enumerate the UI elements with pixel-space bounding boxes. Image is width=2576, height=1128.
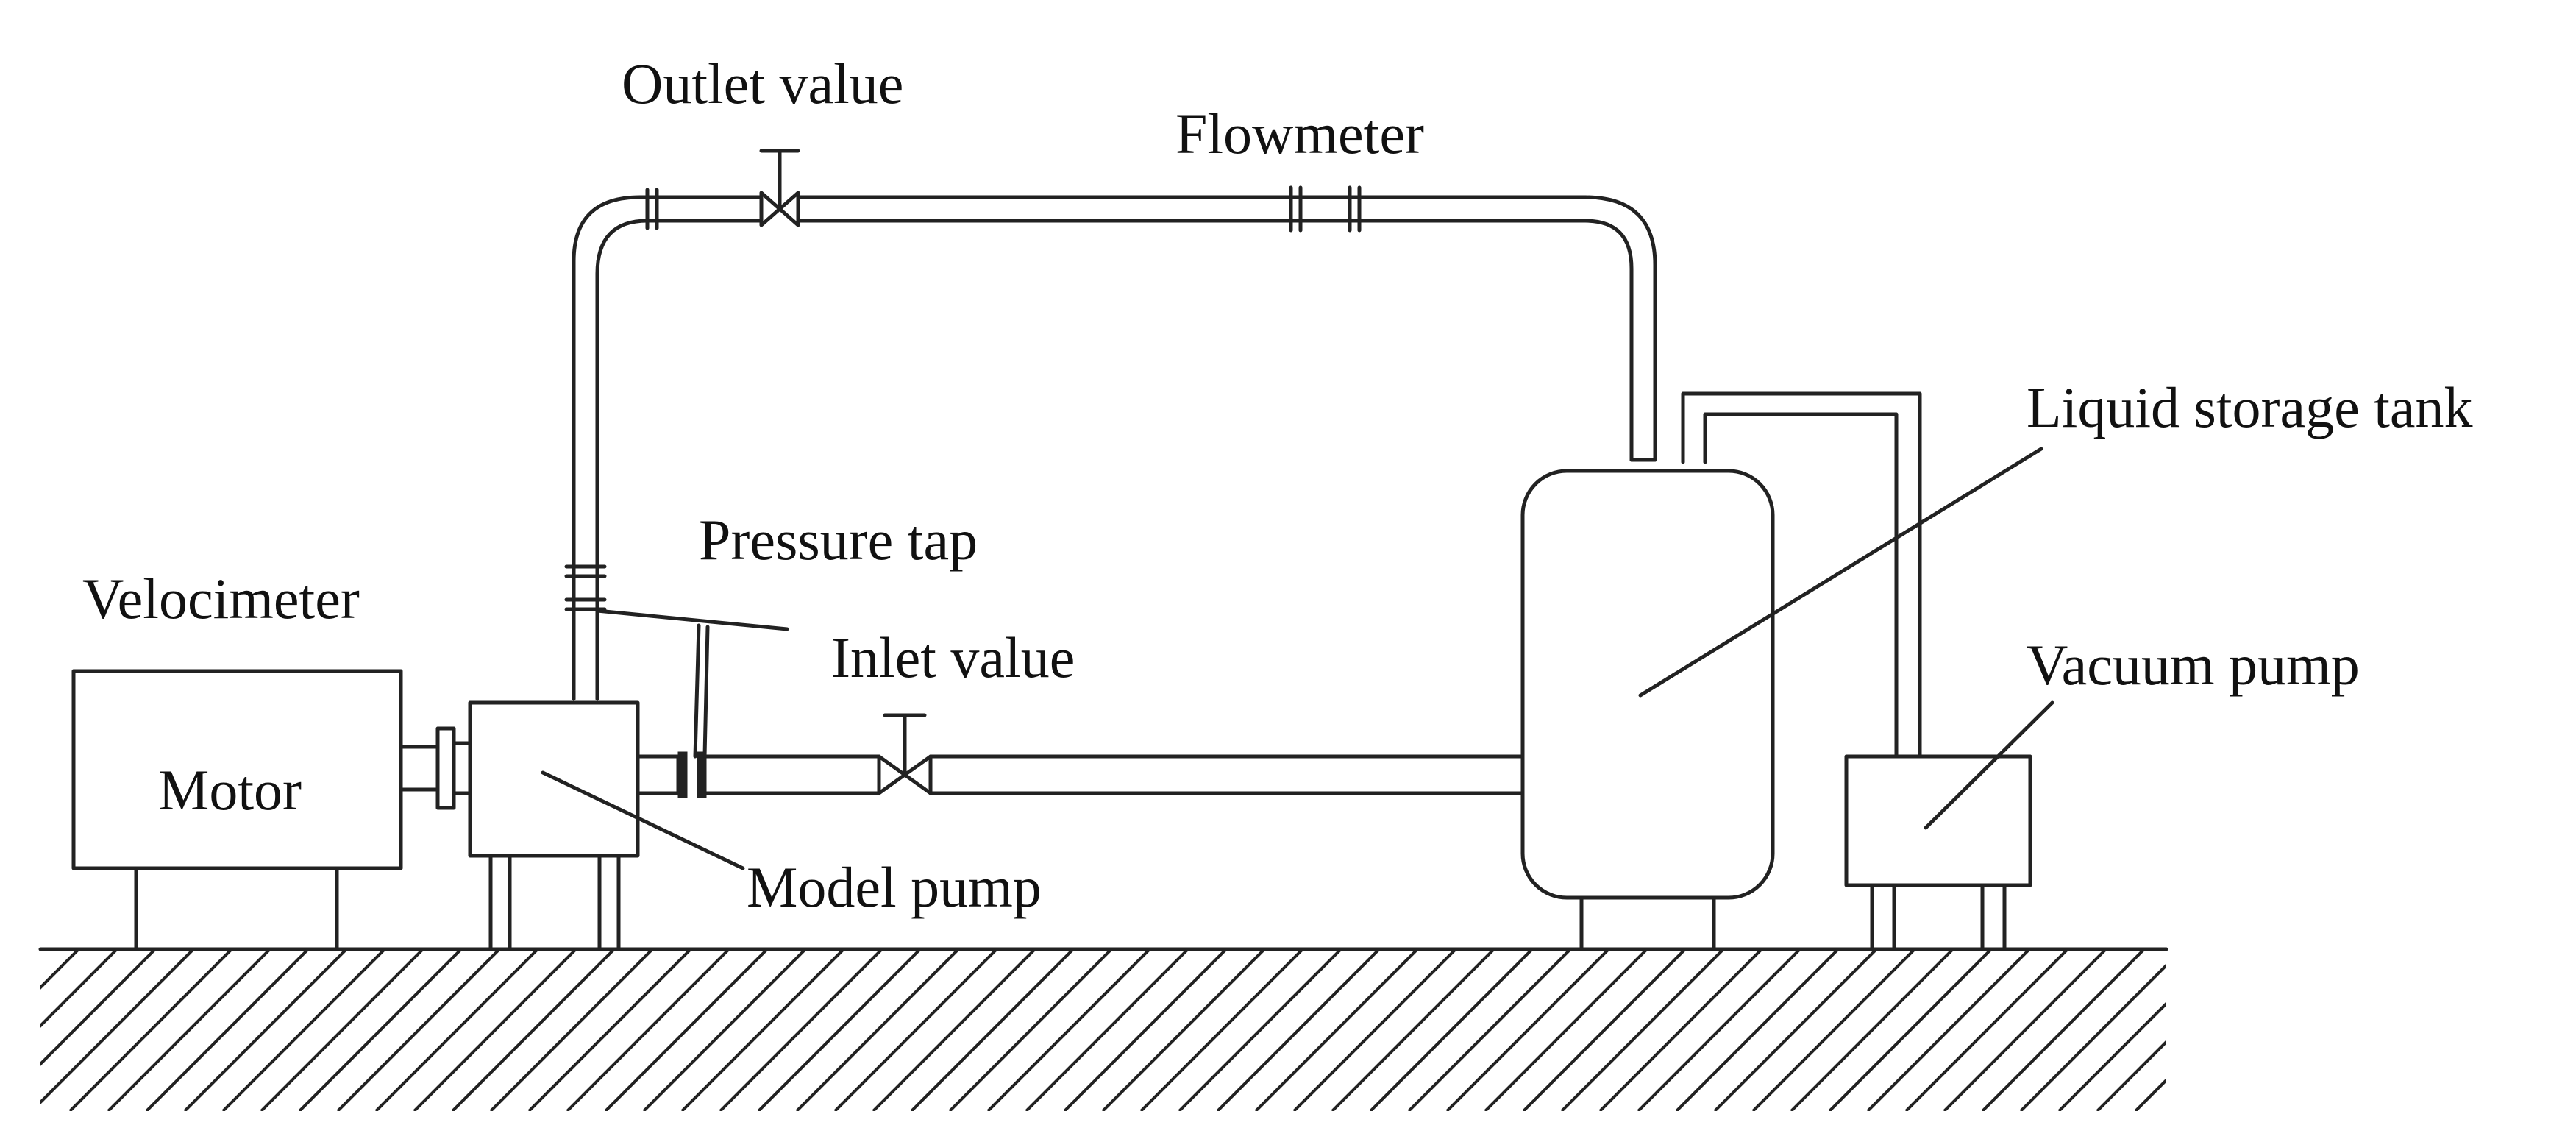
leader-liquid-storage-tank: [1638, 447, 2043, 698]
shaft-coupling: [399, 726, 472, 810]
label-outlet-valve: Outlet value: [622, 52, 903, 116]
hatch-line: [1178, 949, 1342, 1111]
vacuum-pump-body: [1844, 754, 2032, 887]
hatch-line: [719, 949, 883, 1111]
pressure-tap: [595, 609, 789, 759]
hatch-line: [1331, 949, 1495, 1111]
hatch-line: [1904, 949, 2069, 1111]
hatch-line: [642, 949, 807, 1111]
hatch-line: [986, 949, 1151, 1111]
hatch-line: [1828, 949, 1993, 1111]
outlet-pipe-outer-right: [1583, 195, 1657, 462]
inlet-valve-icon: [877, 713, 933, 795]
hatch-line: [1713, 949, 1878, 1111]
hatch-line: [910, 949, 1075, 1111]
hatch-line: [413, 949, 577, 1111]
model-pump: [468, 700, 640, 951]
hatch-line: [680, 949, 845, 1111]
hatch-line: [2134, 1078, 2166, 1111]
hatch-line: [40, 949, 118, 1028]
hatch-line: [336, 949, 501, 1111]
hatch-line: [2174, 949, 2335, 1111]
hatch-line: [1981, 949, 2146, 1111]
hatch-line: [40, 949, 157, 1066]
hatch-line: [2288, 949, 2450, 1111]
hatch-line: [489, 949, 654, 1111]
outlet-valve-icon: [759, 149, 800, 227]
label-pressure-tap: Pressure tap: [699, 508, 978, 572]
hatch-line: [183, 949, 348, 1111]
outlet-pipe: [564, 185, 1657, 701]
leader-vacuum-pump: [1924, 700, 2054, 830]
label-velocimeter: Velocimeter: [82, 567, 360, 631]
hatch-line: [604, 949, 769, 1111]
vacuum-pump: [1844, 754, 2032, 951]
hatch-line: [1369, 949, 1534, 1111]
tank-body: [1520, 469, 1775, 900]
label-motor: Motor: [158, 758, 302, 822]
ground: [38, 947, 2488, 1111]
hatch-line: [1943, 949, 2107, 1111]
label-inlet-valve: Inlet value: [831, 625, 1075, 689]
hatch-line: [1637, 949, 1801, 1111]
hatch-line: [1484, 949, 1648, 1111]
hatch-line: [1254, 949, 1419, 1111]
hatch-line: [221, 949, 386, 1111]
label-vacuum-pump: Vacuum pump: [2027, 633, 2360, 697]
hatch-line: [1216, 949, 1381, 1111]
hatch-line: [260, 949, 424, 1111]
hatch-line: [107, 949, 271, 1111]
outlet-pipe-flanges: [564, 185, 1362, 611]
label-model-pump: Model pump: [747, 855, 1042, 919]
hatch-line: [451, 949, 616, 1111]
hatch-line: [872, 949, 1036, 1111]
outlet-pipe-inner-right: [1583, 219, 1634, 462]
hatch-line: [1560, 949, 1725, 1111]
hatch-line: [145, 949, 310, 1111]
hatch-line: [1025, 949, 1189, 1111]
leader-model-pump: [541, 770, 745, 870]
hatch-line: [2096, 1040, 2166, 1111]
hatch-line: [948, 949, 1113, 1111]
hatch-line: [1292, 949, 1457, 1111]
hatch-line: [1139, 949, 1304, 1111]
hatch-line: [40, 949, 195, 1104]
hatch-line: [2019, 963, 2166, 1111]
hatch-line: [757, 949, 922, 1111]
label-liquid-storage-tank: Liquid storage tank: [2027, 375, 2473, 439]
hatch-line: [1751, 949, 1916, 1111]
hatch-line: [1598, 949, 1763, 1111]
vacuum-line: [1681, 391, 1922, 759]
hatch-line: [833, 949, 998, 1111]
hatch-line: [1522, 949, 1687, 1111]
hatch-line: [2327, 949, 2488, 1111]
liquid-storage-tank: [1520, 458, 1775, 951]
hatch-line: [1866, 949, 2031, 1111]
hatch-line: [795, 949, 960, 1111]
hatch-line: [2250, 949, 2412, 1111]
inlet-pipe: [636, 751, 1525, 798]
hatch-line: [2057, 1001, 2166, 1111]
hatch-line: [298, 949, 463, 1111]
hatch-line: [1101, 949, 1266, 1111]
ground-hatching: [40, 949, 2488, 1111]
hatch-line: [1675, 949, 1840, 1111]
hatch-line: [40, 949, 80, 990]
hatch-line: [1790, 949, 1954, 1111]
hatch-line: [2212, 949, 2374, 1111]
outlet-pipe-inner-left: [595, 219, 764, 701]
hatch-line: [68, 949, 233, 1111]
hatch-line: [40, 949, 42, 951]
label-flowmeter: Flowmeter: [1175, 102, 1424, 166]
hatch-line: [1063, 949, 1228, 1111]
outlet-pipe-outer-left: [572, 195, 764, 701]
hatch-line: [527, 949, 692, 1111]
hatch-line: [374, 949, 539, 1111]
hatch-line: [566, 949, 730, 1111]
leader-lines: [541, 447, 2054, 870]
hatch-line: [1445, 949, 1610, 1111]
hatch-line: [1407, 949, 1572, 1111]
